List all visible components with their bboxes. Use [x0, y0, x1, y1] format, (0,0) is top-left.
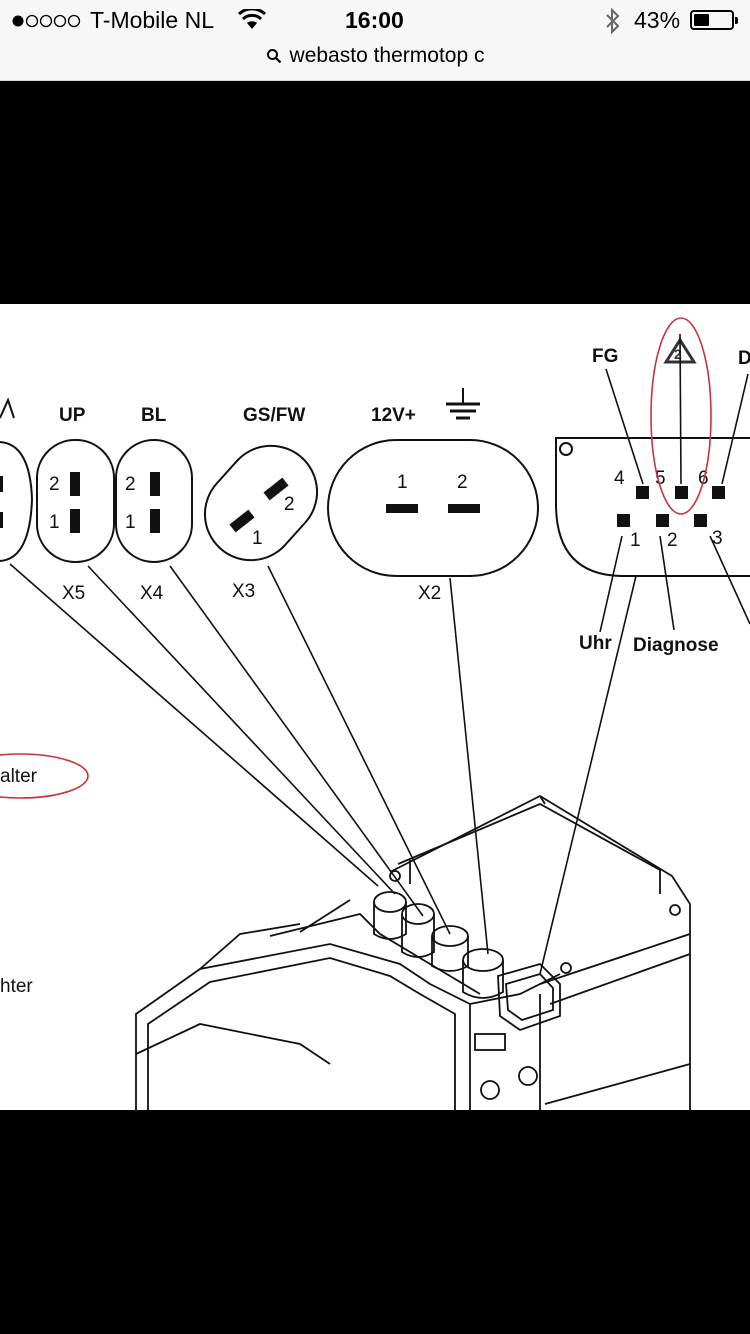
label-12v: 12V+ [371, 405, 416, 426]
pin-x2-2: 2 [457, 472, 468, 493]
url-text[interactable]: webasto thermotop c [289, 44, 485, 67]
status-bar: T-Mobile NL 16:00 43% [0, 0, 750, 42]
address-bar[interactable]: webasto thermotop c [0, 42, 750, 81]
connector-x5-outline [36, 439, 115, 563]
red-highlight-ellipse-pin [650, 317, 712, 515]
signal-label-d: D [738, 348, 750, 369]
red-highlight-ellipse-schalter [0, 753, 89, 799]
connector-id-x3: X3 [232, 581, 255, 602]
pin-x2-1: 1 [397, 472, 408, 493]
wiring-diagram-image[interactable]: UP BL GS/FW 12V+ X5 X4 X3 X2 2 1 2 1 1 2… [0, 304, 750, 1110]
pin-x4-2: 2 [125, 474, 136, 495]
search-icon [266, 49, 281, 64]
pin-x5-2: 2 [49, 474, 60, 495]
connector-id-x2: X2 [418, 583, 441, 604]
label-bl: BL [141, 405, 167, 426]
heater-unit-drawing [135, 794, 691, 1110]
cut-text-fuehter: hter [0, 976, 33, 997]
warning-number: 2 [674, 346, 682, 362]
signal-label-diagnose: Diagnose [633, 635, 719, 656]
carrier-name: T-Mobile NL [90, 7, 214, 33]
label-up: UP [59, 405, 86, 426]
clock-time: 16:00 [345, 7, 404, 33]
wire-lines [9, 333, 750, 975]
battery-icon [690, 10, 738, 30]
connector-id-x4: X4 [140, 583, 164, 604]
pin-x4-1: 1 [125, 512, 136, 533]
pin-x1-1: 1 [630, 530, 641, 551]
battery-percent: 43% [634, 7, 681, 33]
cut-text-schalter: alter [0, 766, 38, 787]
connector-id-x5: X5 [62, 583, 85, 604]
pin-x3-2: 2 [284, 494, 295, 515]
pin-x1-4: 4 [614, 468, 625, 489]
warning-triangle-cut [0, 397, 15, 419]
wifi-icon [238, 9, 266, 29]
battery-cap [735, 17, 738, 24]
connector-x1-outline [555, 437, 750, 577]
cut-connector-outline [0, 441, 34, 562]
pin-x1-3: 3 [712, 528, 723, 549]
connector-x4-outline [115, 439, 193, 563]
signal-label-uhr: Uhr [579, 633, 612, 654]
wiring-diagram: UP BL GS/FW 12V+ X5 X4 X3 X2 2 1 2 1 1 2… [0, 317, 750, 1110]
signal-strength-icon [12, 14, 81, 28]
signal-label-fg: FG [592, 346, 618, 367]
connector-x3-outline [203, 444, 319, 562]
pin-x1-5: 5 [655, 468, 666, 489]
pin-x3-1: 1 [252, 528, 263, 549]
pin-x1-6: 6 [698, 468, 709, 489]
pin-x1-2: 2 [667, 530, 678, 551]
bluetooth-icon [606, 8, 620, 34]
battery-fill [694, 14, 709, 26]
pin-x5-1: 1 [49, 512, 60, 533]
connector-x2-outline [327, 439, 539, 577]
label-gs-fw: GS/FW [243, 405, 305, 426]
